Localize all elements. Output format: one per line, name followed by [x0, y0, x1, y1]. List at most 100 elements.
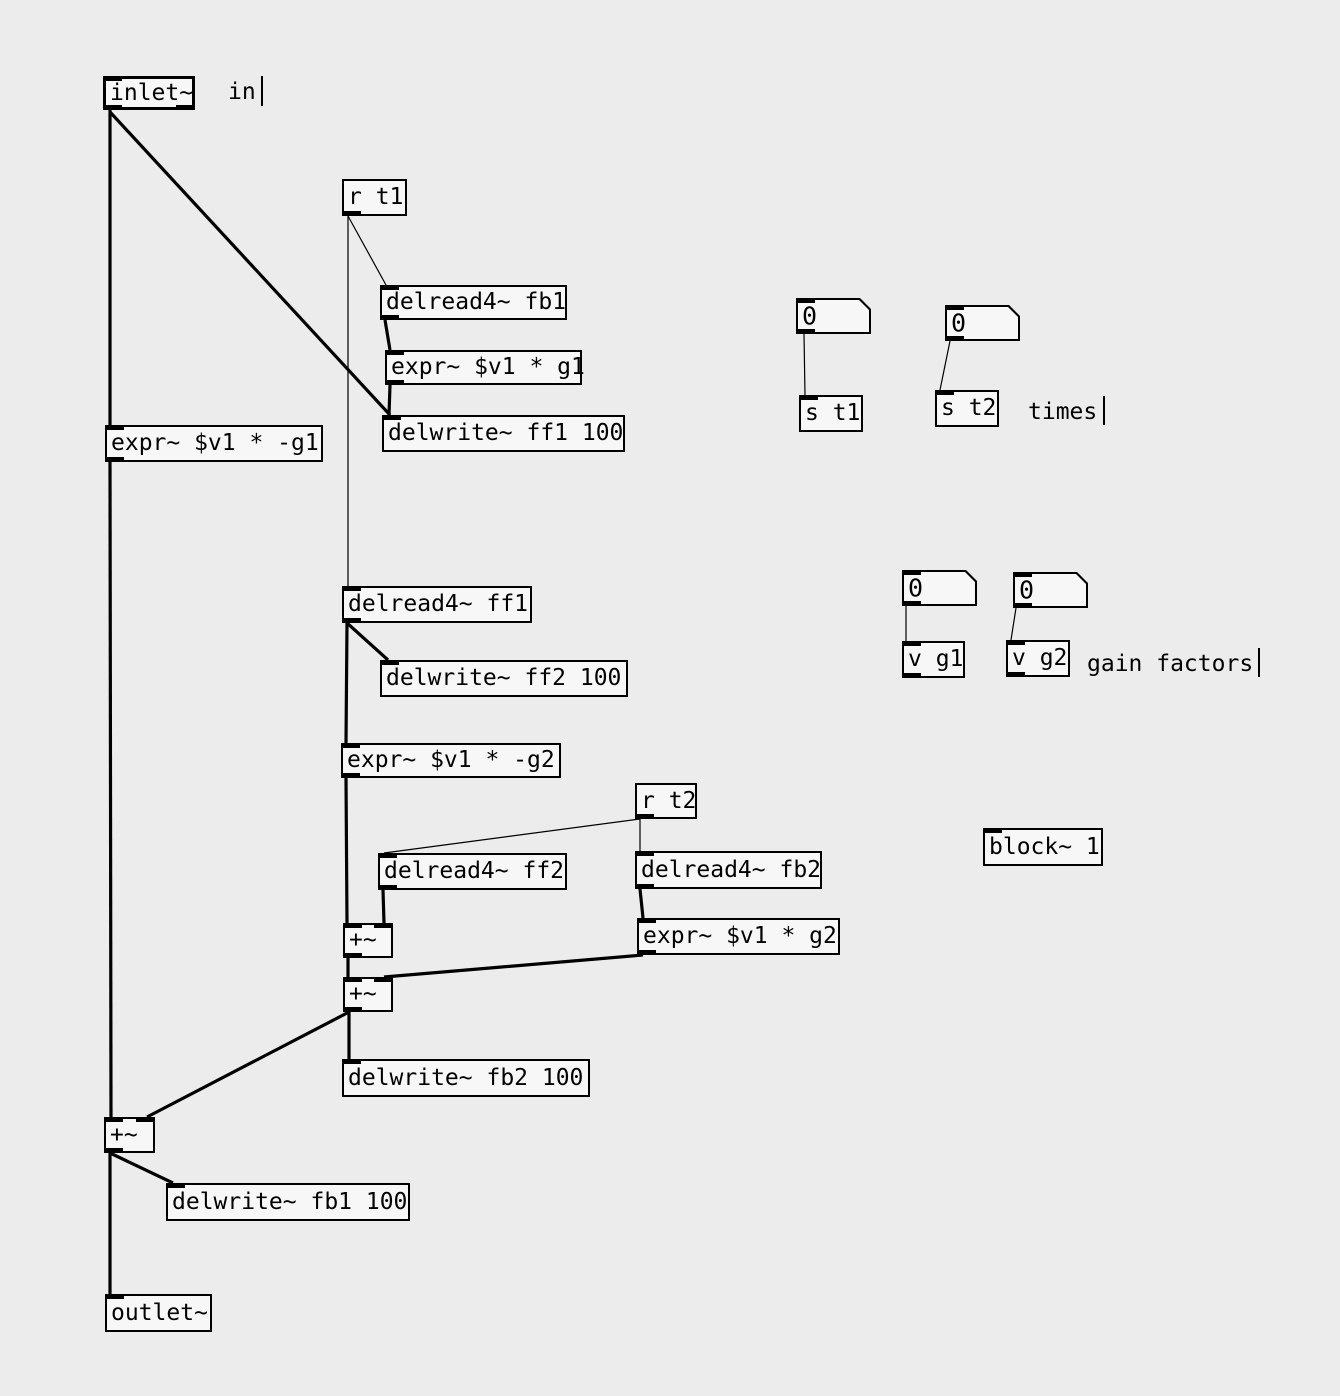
- inlet-nub[interactable]: [380, 660, 399, 665]
- inlet-nub[interactable]: [136, 1117, 155, 1122]
- inlet-nub[interactable]: [1006, 640, 1025, 645]
- gain-factors-comment[interactable]: gain factors: [1087, 650, 1253, 678]
- outlet-nub[interactable]: [341, 773, 360, 778]
- outlet-nub[interactable]: [902, 601, 921, 606]
- v-g1-object[interactable]: v g1: [902, 641, 965, 678]
- inlet-nub[interactable]: [343, 923, 362, 928]
- expr-neg-g2-object[interactable]: expr~ $v1 * -g2: [341, 743, 561, 778]
- inlet-nub[interactable]: [104, 1117, 123, 1122]
- inlet-nub[interactable]: [343, 977, 362, 982]
- patch-cord-control[interactable]: [383, 818, 641, 854]
- v-g2-object[interactable]: v g2: [1006, 640, 1070, 677]
- patch-cord-signal[interactable]: [109, 1151, 174, 1185]
- r-t2-object[interactable]: r t2: [635, 783, 697, 819]
- plus3-object[interactable]: +~: [104, 1117, 155, 1153]
- delwrite-ff1-object[interactable]: delwrite~ ff1 100: [382, 415, 625, 452]
- patch-cord-signal[interactable]: [108, 461, 113, 1118]
- t2-number-box[interactable]: 0: [945, 305, 1020, 341]
- patch-cord-control[interactable]: [803, 333, 806, 396]
- patch-cord-signal[interactable]: [383, 319, 392, 351]
- inlet-nub[interactable]: [166, 1183, 185, 1188]
- inlet-nub[interactable]: [341, 743, 360, 748]
- g1-number-box-value: 0: [908, 573, 924, 603]
- patch-cord-signal[interactable]: [638, 888, 645, 919]
- times-comment[interactable]: times: [1028, 398, 1097, 426]
- inlet-object[interactable]: inlet~: [103, 76, 195, 110]
- patch-cord-control[interactable]: [939, 340, 951, 391]
- outlet-nub[interactable]: [342, 618, 361, 623]
- patch-cord-signal[interactable]: [108, 110, 392, 417]
- patch-cord-signal[interactable]: [387, 384, 392, 416]
- outlet-nub[interactable]: [1013, 603, 1032, 608]
- patch-cord-signal[interactable]: [381, 889, 386, 924]
- outlet-nub[interactable]: [635, 814, 654, 819]
- inlet-nub[interactable]: [635, 851, 654, 856]
- r-t1-object[interactable]: r t1: [342, 179, 407, 216]
- inlet-nub[interactable]: [382, 415, 401, 420]
- inlet-nub[interactable]: [374, 923, 393, 928]
- outlet-nub[interactable]: [796, 329, 815, 334]
- inlet-nub[interactable]: [374, 977, 393, 982]
- plus2-object[interactable]: +~: [343, 977, 393, 1012]
- inlet-nub[interactable]: [105, 1294, 124, 1299]
- outlet-nub[interactable]: [637, 950, 656, 955]
- inlet-nub[interactable]: [945, 305, 964, 310]
- inlet-nub[interactable]: [983, 828, 1002, 833]
- inlet-nub[interactable]: [105, 425, 124, 430]
- outlet-nub[interactable]: [945, 336, 964, 341]
- expr-g1-object[interactable]: expr~ $v1 * g1: [385, 350, 585, 385]
- outlet-nub[interactable]: [176, 105, 195, 110]
- delwrite-ff2-object[interactable]: delwrite~ ff2 100: [380, 660, 628, 697]
- outlet-nub[interactable]: [1006, 672, 1025, 677]
- delwrite-fb1-object[interactable]: delwrite~ fb1 100: [166, 1183, 410, 1221]
- inlet-nub[interactable]: [103, 76, 122, 81]
- expr-g2-object[interactable]: expr~ $v1 * g2: [637, 918, 840, 955]
- g1-number-box[interactable]: 0: [902, 570, 977, 606]
- patch-cord-signal[interactable]: [344, 622, 349, 744]
- outlet-object[interactable]: outlet~: [105, 1294, 212, 1332]
- inlet-nub[interactable]: [637, 918, 656, 923]
- in-comment[interactable]: in: [228, 78, 256, 106]
- plus1-object[interactable]: +~: [343, 923, 393, 958]
- inlet-nub[interactable]: [385, 350, 404, 355]
- outlet-nub[interactable]: [385, 380, 404, 385]
- delwrite-fb2-object[interactable]: delwrite~ fb2 100: [342, 1059, 590, 1097]
- s-t2-object[interactable]: s t2: [935, 390, 999, 427]
- delread4-ff1-object[interactable]: delread4~ ff1: [342, 586, 532, 623]
- patch-cord-signal[interactable]: [383, 953, 644, 979]
- inlet-nub[interactable]: [902, 570, 921, 575]
- outlet-nub[interactable]: [104, 1148, 123, 1153]
- expr-neg-g1-object[interactable]: expr~ $v1 * -g1: [105, 425, 323, 462]
- outlet-nub[interactable]: [378, 885, 397, 890]
- outlet-nub[interactable]: [343, 1007, 362, 1012]
- outlet-nub[interactable]: [342, 211, 361, 216]
- inlet-nub[interactable]: [342, 586, 361, 591]
- delread4-ff2-object[interactable]: delread4~ ff2: [378, 853, 567, 890]
- s-t1-object[interactable]: s t1: [799, 395, 863, 432]
- patch-cord-signal[interactable]: [345, 621, 390, 662]
- outlet-nub[interactable]: [902, 673, 921, 678]
- block-object[interactable]: block~ 1: [983, 828, 1103, 866]
- inlet-nub[interactable]: [378, 853, 397, 858]
- patch-cord-control[interactable]: [347, 215, 387, 286]
- outlet-nub[interactable]: [105, 457, 124, 462]
- inlet-nub[interactable]: [902, 641, 921, 646]
- patch-cord-control[interactable]: [1010, 607, 1017, 641]
- outlet-nub[interactable]: [635, 884, 654, 889]
- inlet-nub[interactable]: [799, 395, 818, 400]
- delread4-fb2-object[interactable]: delread4~ fb2: [635, 851, 822, 889]
- g2-number-box[interactable]: 0: [1013, 572, 1088, 608]
- inlet-nub[interactable]: [380, 285, 399, 290]
- outlet-nub[interactable]: [380, 315, 399, 320]
- inlet-nub[interactable]: [1013, 572, 1032, 577]
- outlet-nub[interactable]: [343, 953, 362, 958]
- inlet-nub[interactable]: [935, 390, 954, 395]
- inlet-nub[interactable]: [342, 1059, 361, 1064]
- delread4-fb1-object[interactable]: delread4~ fb1: [380, 285, 567, 320]
- patch-cord-signal[interactable]: [344, 777, 349, 924]
- patch-cord-signal[interactable]: [146, 1010, 350, 1119]
- inlet-nub[interactable]: [796, 298, 815, 303]
- t1-number-box[interactable]: 0: [796, 298, 871, 334]
- outlet-nub[interactable]: [103, 105, 122, 110]
